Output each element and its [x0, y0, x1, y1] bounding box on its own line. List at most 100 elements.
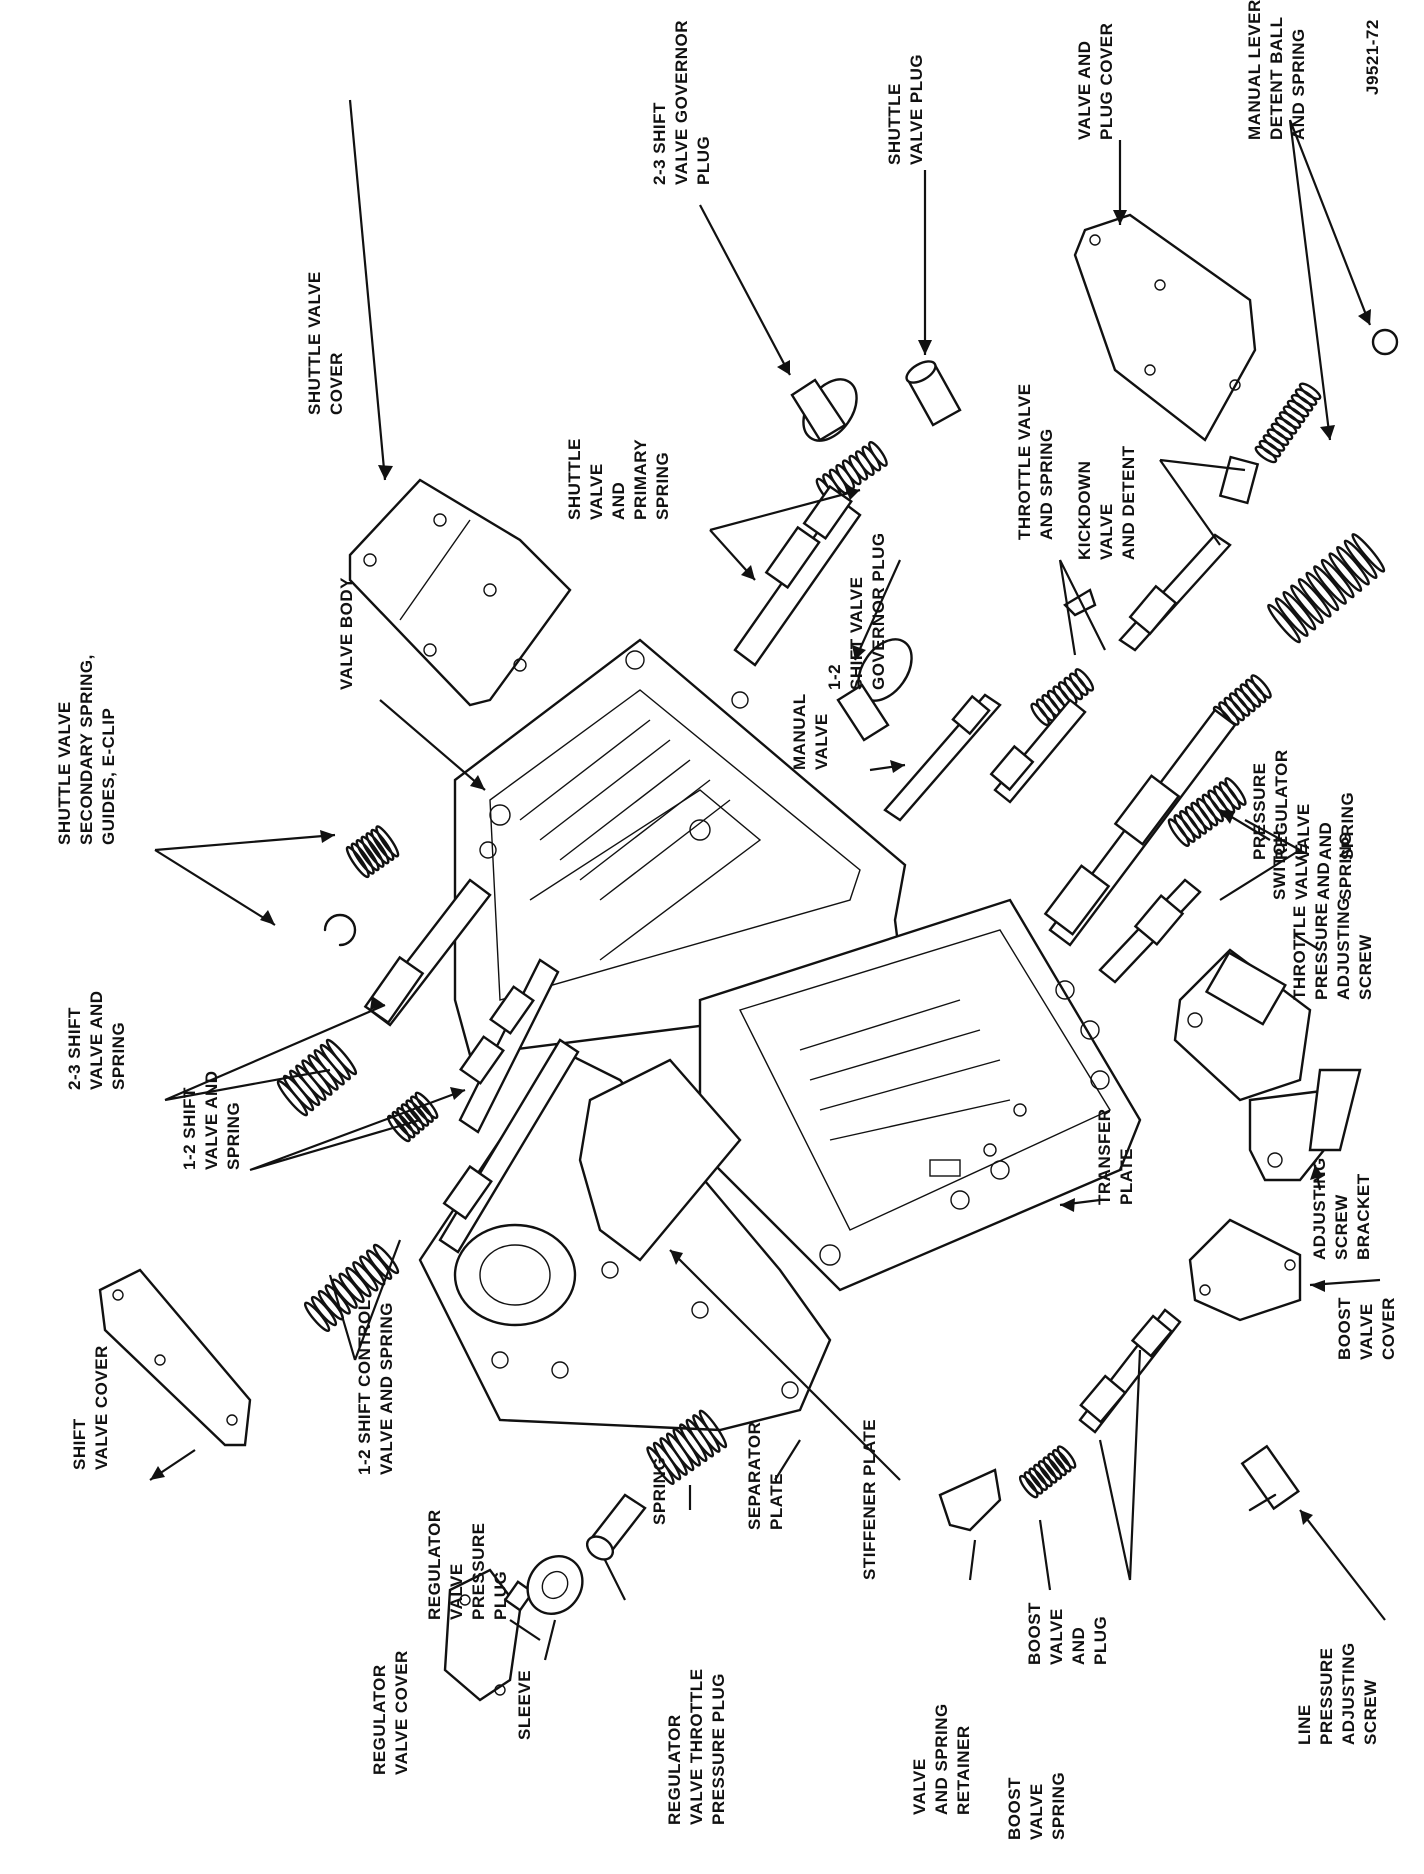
arrowheads [150, 210, 1371, 1525]
label-line: PRESSURE PLUG [709, 1673, 728, 1825]
label-line: REGULATOR [370, 1664, 389, 1775]
stiffener-plate [578, 1058, 742, 1262]
label-line: AND SPRING [1037, 428, 1056, 540]
label-line: ADJUSTING [1334, 897, 1353, 1000]
label-line: VALVE BODY [337, 577, 356, 690]
label-line: SLEEVE [515, 1670, 534, 1740]
label-line: VALVE COVER [392, 1650, 411, 1775]
label-line: VALVE [1292, 843, 1311, 900]
throttle-pressure-adjusting-screw [1173, 948, 1312, 1102]
regulator-valve-cover [443, 1568, 522, 1702]
throttle-valve [989, 588, 1097, 804]
label-line: SHUTTLE [565, 438, 584, 520]
label-line: 1-2 SHIFT [180, 1087, 199, 1170]
label-line: PLUG [491, 1571, 510, 1620]
label-line: SHIFT VALVE [847, 577, 866, 691]
label-line: VALVE THROTTLE [687, 1668, 706, 1825]
label-line: VALVE [1027, 1783, 1046, 1840]
label-line: SPRING [1338, 792, 1357, 860]
label-line: VALVE [1097, 503, 1116, 560]
label-line: VALVE PLUG [907, 54, 926, 165]
label-line: PRESSURE [1317, 1647, 1336, 1745]
label-line: VALVE AND [87, 990, 106, 1090]
label-line: VALVE [1047, 1608, 1066, 1665]
label-figure-id: J9521-72 [1363, 19, 1382, 95]
23-shift-spring [276, 1038, 358, 1117]
shuttle-valve-cover [348, 478, 572, 707]
label-line: COVER [327, 352, 346, 415]
e-clip [323, 913, 357, 947]
12-governor-plug [836, 638, 913, 742]
label-sleeve: SLEEVE [515, 1670, 534, 1740]
line-pressure-adjusting-screw [1240, 1444, 1301, 1512]
label-line: PLUG COVER [1097, 23, 1116, 140]
label-line: 1-2 SHIFT CONTROL [355, 1299, 374, 1475]
detent-spring [1254, 382, 1322, 464]
label-stiffener-plate: STIFFENER PLATE [860, 1419, 879, 1580]
label-line: PLUG [694, 136, 713, 185]
label-line: SPRING [653, 452, 672, 520]
label-line: GUIDES, E-CLIP [99, 708, 118, 845]
label-line: SHUTTLE VALVE [305, 271, 324, 415]
label-line: PRESSURE [469, 1522, 488, 1620]
switch-valve [1098, 878, 1202, 984]
label-line: PRESSURE [1250, 762, 1269, 860]
regulator-spring-large [1267, 533, 1386, 644]
label-line: KICKDOWN [1075, 461, 1094, 560]
label-line: REGULATOR [1272, 749, 1291, 860]
label-line: PLATE [1117, 1148, 1136, 1205]
label-line: SECONDARY SPRING, [77, 654, 96, 845]
label-line: REGULATOR [665, 1714, 684, 1825]
label-line: AND SPRING [1289, 28, 1308, 140]
shift-valve-cover [98, 1268, 252, 1447]
label-line: SPRING [224, 1102, 243, 1170]
label-line: ADJUSTING [1339, 1642, 1358, 1745]
label-line: 1-2 [825, 664, 844, 690]
label-line: COVER [1379, 1297, 1398, 1360]
label-line: MANUAL LEVER [1245, 0, 1264, 140]
label-line: AND [1314, 862, 1333, 900]
label-line: VALVE [1294, 803, 1313, 860]
label-line: SPRING [1336, 832, 1355, 900]
boost-valve [1078, 1308, 1182, 1434]
label-line: VALVE GOVERNOR [672, 20, 691, 185]
label-line: THROTTLE [1290, 905, 1309, 1000]
label-line: ADJUSTING [1310, 1157, 1329, 1260]
12-shift-valve [458, 958, 560, 1134]
label-line: SWITCH [1270, 830, 1289, 900]
switch-spring [1167, 777, 1247, 847]
adjusting-screw-bracket [1248, 1068, 1362, 1182]
label-line: AND SPRING [932, 1703, 951, 1815]
shuttle-valve-spool [733, 484, 862, 667]
label-line: VALVE [1357, 1303, 1376, 1360]
label-line: PRIMARY [631, 439, 650, 520]
label-line: AND [1316, 822, 1335, 860]
label-line: BOOST [1335, 1297, 1354, 1360]
label-line: SPRING [650, 1457, 669, 1525]
label-line: LINE [1295, 1704, 1314, 1745]
kickdown-valve [1118, 455, 1260, 652]
boost-valve-spring [1018, 1445, 1077, 1499]
boost-valve-cover [1188, 1218, 1302, 1322]
